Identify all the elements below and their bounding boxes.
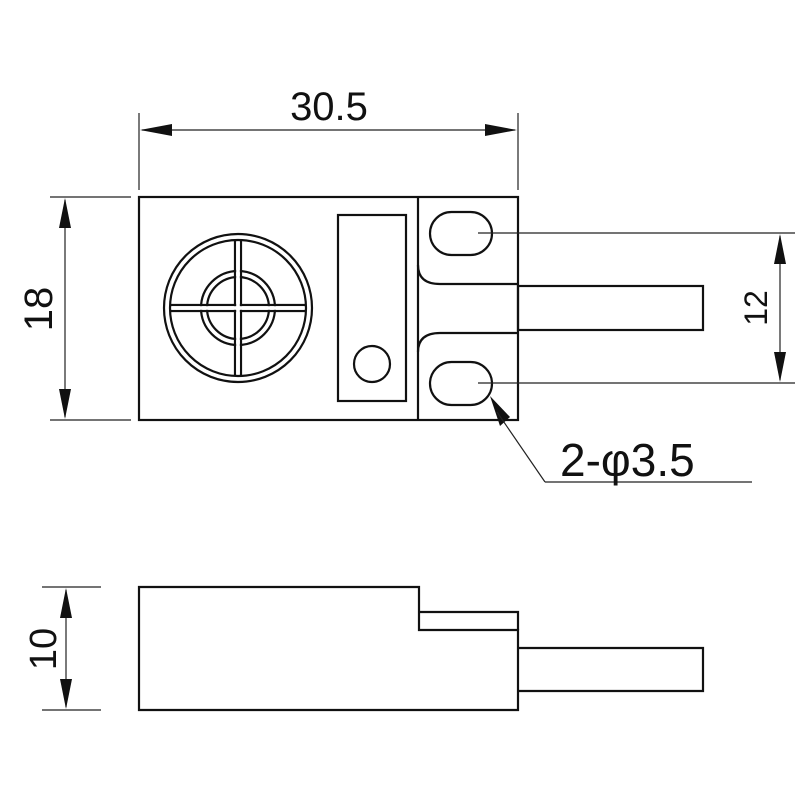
side-body-outline — [137, 585, 520, 712]
width-dimension: 30.5 — [138, 85, 519, 190]
hole-spacing-label: 12 — [738, 290, 774, 326]
indicator-window — [336, 213, 408, 403]
side-view: 10 — [23, 585, 705, 712]
height-dimension: 18 — [17, 196, 131, 421]
thickness-label: 10 — [23, 628, 65, 670]
side-mounting-tab — [419, 610, 520, 630]
side-cable — [518, 646, 705, 693]
hole-callout: 2-φ3.5 — [490, 396, 752, 486]
cable-channel-bottom-edge — [416, 331, 518, 353]
sensing-face-target-icon — [162, 232, 314, 384]
width-label: 30.5 — [290, 85, 368, 129]
hole-spacing-dimension: 12 — [478, 232, 795, 384]
thickness-dimension: 10 — [23, 586, 101, 711]
cable-channel-top-edge — [416, 264, 518, 286]
hole-callout-label: 2-φ3.5 — [560, 434, 695, 486]
height-label: 18 — [17, 287, 61, 332]
cable — [516, 284, 705, 332]
led-hole — [352, 344, 392, 384]
top-view: 30.5 18 — [17, 85, 795, 486]
